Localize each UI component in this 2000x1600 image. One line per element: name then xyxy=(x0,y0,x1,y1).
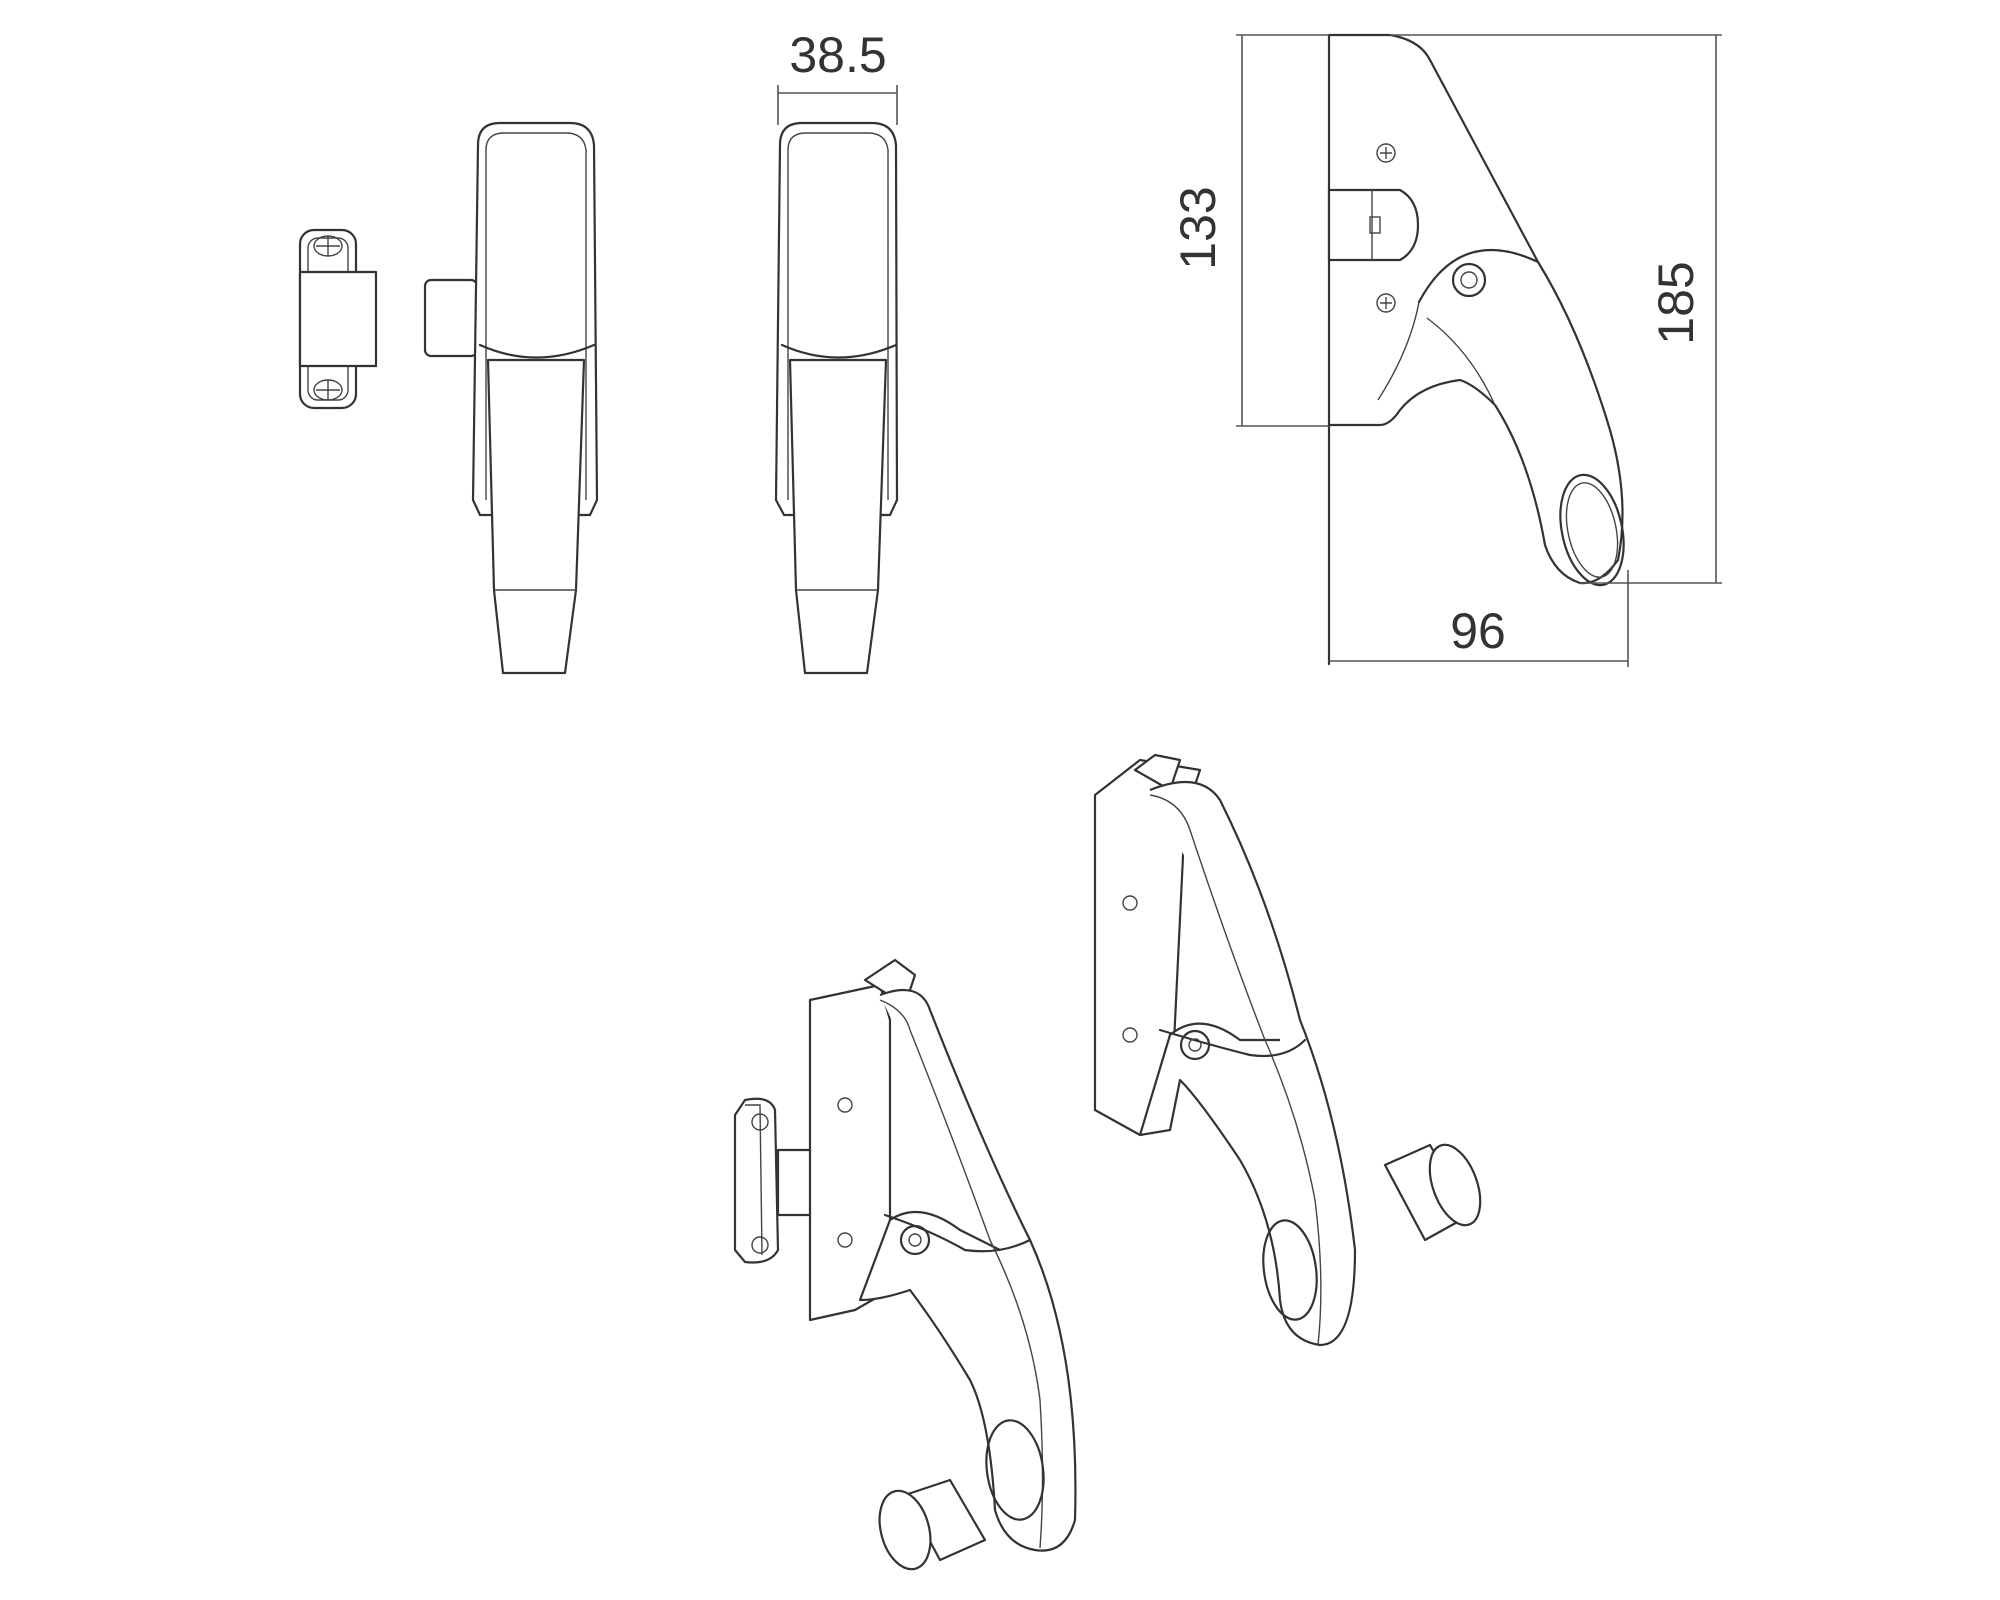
dimension-depth: 96 xyxy=(1329,570,1629,667)
screw-icon xyxy=(1376,293,1396,313)
strike-plate-front xyxy=(298,228,378,410)
handle-isometric-closed xyxy=(733,958,1077,1571)
screw-slot-icon xyxy=(313,379,343,401)
dimension-width-label: 38.5 xyxy=(789,27,886,83)
handle-side-view xyxy=(1327,33,1625,666)
pivot-icon xyxy=(1451,262,1487,298)
handle-front-view-1 xyxy=(423,121,599,675)
handle-isometric-open xyxy=(1093,753,1482,1347)
screw-icon xyxy=(1376,143,1396,163)
end-cap xyxy=(1383,1143,1482,1242)
end-cap xyxy=(878,1478,987,1571)
handle-front-view-2 xyxy=(774,121,899,675)
dimension-plate-height-label: 133 xyxy=(1170,186,1226,269)
dimension-plate-height: 133 xyxy=(1170,34,1329,427)
dimension-depth-label: 96 xyxy=(1450,603,1506,659)
dimension-total-height-label: 185 xyxy=(1648,261,1704,344)
screw-slot-icon xyxy=(313,235,343,257)
dimension-total-height: 185 xyxy=(1390,34,1722,584)
latch-tongue xyxy=(1327,188,1420,262)
dimension-width: 38.5 xyxy=(777,27,898,125)
